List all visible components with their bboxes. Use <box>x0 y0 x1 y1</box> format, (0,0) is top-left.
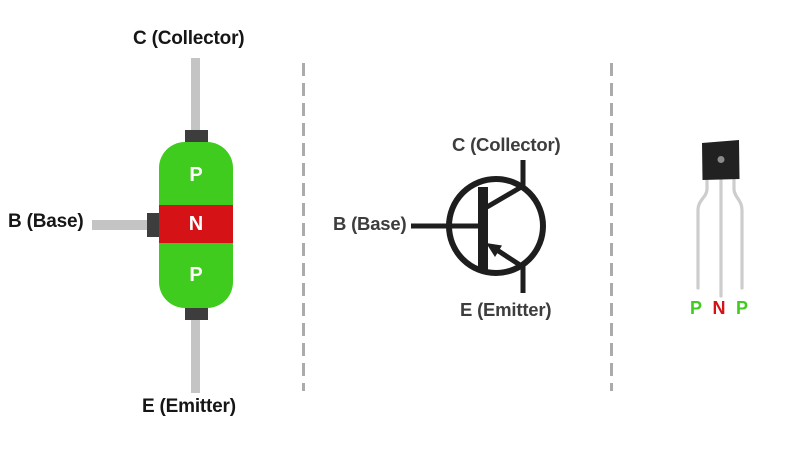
emitter-lead <box>191 320 200 393</box>
package-pin-label-n: N <box>712 298 726 318</box>
structure-panel <box>92 58 233 393</box>
n-region-band <box>159 205 233 243</box>
symbol-collector-line <box>485 160 526 210</box>
package-lead-left <box>696 178 709 290</box>
structure-collector-label: C (Collector) <box>133 28 245 49</box>
collector-terminal-tab <box>185 130 208 143</box>
symbol-emitter-label: E (Emitter) <box>460 299 552 320</box>
p-region-bottom-label: P <box>189 264 203 286</box>
package-pin-label-p-right: P <box>735 298 748 318</box>
package-pin-label-p-left: P <box>689 298 702 318</box>
symbol-panel <box>411 160 546 293</box>
package-dot <box>717 156 725 163</box>
emitter-terminal-tab <box>185 307 208 320</box>
symbol-base-bar <box>478 187 488 272</box>
package-panel <box>696 140 744 298</box>
package-lead-right <box>732 178 744 290</box>
symbol-emitter-line <box>495 247 526 293</box>
symbol-emitter-arrowhead <box>486 243 502 257</box>
base-lead <box>92 220 148 230</box>
base-terminal-tab <box>147 213 161 237</box>
structure-base-label: B (Base) <box>8 211 84 232</box>
n-region-label: N <box>188 213 204 235</box>
symbol-collector-label: C (Collector) <box>452 134 561 155</box>
p-region-top-label: P <box>189 164 203 186</box>
structure-emitter-label: E (Emitter) <box>142 396 236 417</box>
collector-lead <box>191 58 200 132</box>
symbol-base-label: B (Base) <box>333 213 407 234</box>
